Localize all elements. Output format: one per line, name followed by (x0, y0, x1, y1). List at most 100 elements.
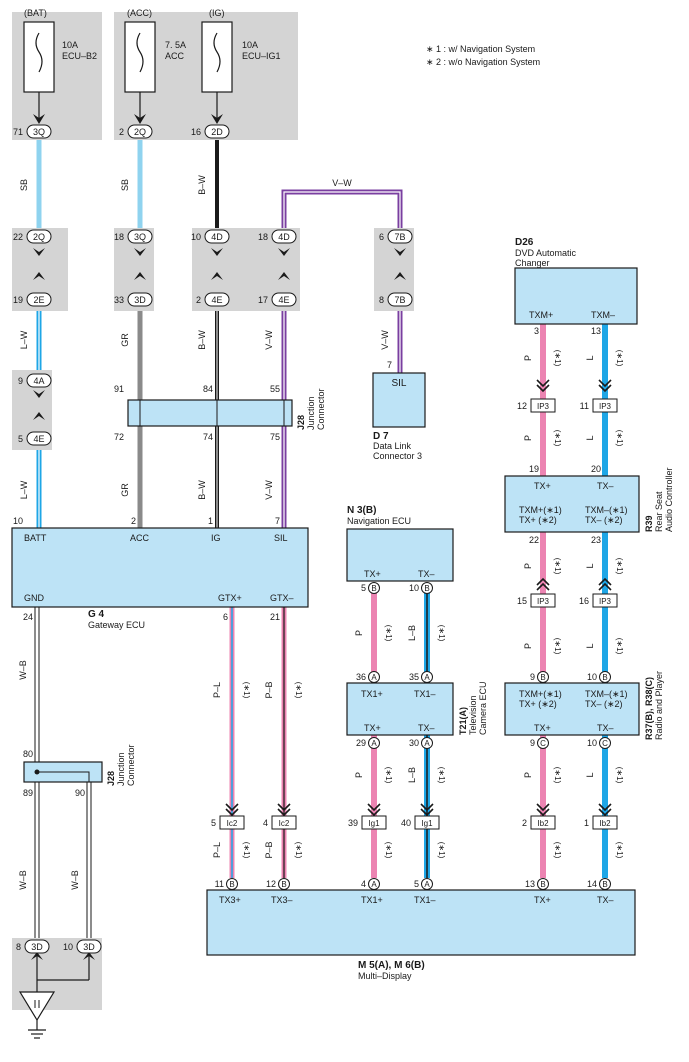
svg-text:A: A (371, 673, 377, 682)
svg-text:23: 23 (591, 535, 601, 545)
j28-name-lower-1: Junction (116, 752, 126, 786)
g4-term-gnd: GND (24, 593, 45, 603)
svg-text:Ig1: Ig1 (421, 819, 433, 828)
svg-text:6: 6 (223, 612, 228, 622)
dvd-changer-d26 (514, 267, 638, 325)
g4-term-gtx-minus: GTX– (270, 593, 294, 603)
svg-text:A: A (424, 880, 430, 889)
svg-text:21: 21 (270, 612, 280, 622)
svg-text:2: 2 (522, 818, 527, 828)
svg-text:B: B (424, 584, 429, 593)
r39-term-txm-plus: TXM+(∗1) (519, 505, 562, 515)
svg-text:18: 18 (114, 232, 124, 242)
d26-term-txm-minus: TXM– (591, 310, 615, 320)
svg-text:10: 10 (587, 738, 597, 748)
wire-labels: SB SB B–W V–W L–W GR B–W V–W V–W L–W GR … (18, 175, 595, 890)
d7-term-sil: SIL (391, 378, 406, 389)
svg-text:19: 19 (13, 295, 23, 305)
svg-text:22: 22 (13, 232, 23, 242)
r37-code: R37(B), R38(C) (644, 677, 654, 740)
svg-text:4: 4 (361, 879, 366, 889)
fuse-acc-name: ACC (165, 51, 185, 61)
m5-term-tx3-minus: TX3– (271, 895, 293, 905)
svg-text:C: C (540, 739, 546, 748)
svg-text:9: 9 (530, 738, 535, 748)
svg-text:(∗1): (∗1) (553, 767, 562, 784)
svg-text:P–L: P–L (212, 842, 222, 858)
pin-numbers-top: 71 2 16 22 18 10 18 6 19 33 2 17 8 9 5 (13, 127, 384, 444)
j28-name-lower-2: Connector (126, 744, 136, 786)
r37-term-txm-minus: TXM–(∗1) (585, 689, 628, 699)
r37-term-tx-minus-2: TX– (∗2) (585, 699, 623, 709)
svg-text:1: 1 (208, 516, 213, 526)
svg-text:B: B (602, 673, 607, 682)
svg-text:74: 74 (203, 432, 213, 442)
svg-text:12: 12 (517, 401, 527, 411)
radio-player-r37 (504, 682, 640, 736)
n3-name: Navigation ECU (347, 516, 411, 526)
m5-term-tx1-minus: TX1– (414, 895, 436, 905)
fuse-acc (124, 21, 156, 122)
svg-text:5: 5 (211, 818, 216, 828)
svg-text:L–B: L–B (407, 767, 417, 783)
svg-text:84: 84 (203, 384, 213, 394)
r37-term-tx-minus: TX– (597, 723, 614, 733)
svg-text:8: 8 (379, 295, 384, 305)
svg-text:2: 2 (131, 516, 136, 526)
svg-text:(∗1): (∗1) (615, 842, 624, 859)
svg-text:A: A (371, 880, 377, 889)
svg-text:2: 2 (119, 127, 124, 137)
svg-text:(∗1): (∗1) (294, 682, 303, 699)
svg-text:89: 89 (23, 788, 33, 798)
svg-text:SB: SB (19, 179, 29, 191)
svg-text:91: 91 (114, 384, 124, 394)
svg-text:11: 11 (215, 879, 224, 889)
n3-term-tx-minus: TX– (418, 569, 435, 579)
t21-name-1: Television (468, 695, 478, 735)
conn-4d: 4D (211, 232, 223, 242)
svg-text:L–W: L–W (19, 330, 29, 349)
junction-connector-j28-upper (127, 399, 293, 427)
svg-text:10: 10 (13, 516, 23, 526)
g4-term-acc: ACC (130, 533, 150, 543)
svg-text:P–L: P–L (212, 682, 222, 698)
svg-text:10: 10 (191, 232, 201, 242)
r39-code: R39 (644, 515, 654, 532)
svg-text:V–W: V–W (264, 330, 274, 350)
svg-text:P: P (523, 643, 533, 649)
svg-text:16: 16 (579, 596, 589, 606)
svg-text:72: 72 (114, 432, 124, 442)
svg-text:L: L (585, 563, 595, 568)
j28-name-upper-2: Connector (316, 388, 326, 430)
svg-text:9: 9 (18, 376, 23, 386)
conn-2d: 2D (211, 127, 223, 137)
m5-term-tx1-plus: TX1+ (361, 895, 383, 905)
svg-text:15: 15 (517, 596, 527, 606)
svg-text:L: L (585, 435, 595, 440)
svg-text:3: 3 (534, 326, 539, 336)
svg-text:29: 29 (356, 738, 366, 748)
multi-display-m5 (206, 889, 636, 956)
t21-term-tx-plus: TX+ (364, 723, 381, 733)
r39-name-1: Rear Seat (654, 491, 664, 532)
svg-text:Ic2: Ic2 (227, 819, 238, 828)
d7-name-1: Data Link (373, 441, 412, 451)
note-2: ∗ 2 : w/o Navigation System (426, 57, 540, 67)
tv-camera-ecu-t21 (346, 682, 454, 736)
svg-text:(∗1): (∗1) (615, 350, 624, 367)
pin-circle-letters: B B A A A A B B C C B B A A B B (229, 584, 608, 889)
t21-term-tx1-plus: TX1+ (361, 689, 383, 699)
svg-text:40: 40 (401, 818, 411, 828)
m5-term-tx3-plus: TX3+ (219, 895, 241, 905)
conn-4d-b: 4D (278, 232, 290, 242)
svg-text:(∗1): (∗1) (615, 430, 624, 447)
svg-text:75: 75 (270, 432, 280, 442)
fuse-ecu-ig1-rating: 10A (242, 40, 258, 50)
n3-term-tx-plus: TX+ (364, 569, 381, 579)
conn-2q: 2Q (134, 127, 146, 137)
svg-text:Ib2: Ib2 (599, 819, 611, 828)
svg-text:W–B: W–B (18, 660, 28, 680)
svg-text:W–B: W–B (70, 870, 80, 890)
svg-text:10: 10 (587, 672, 597, 682)
ground-symbol (18, 953, 90, 1039)
